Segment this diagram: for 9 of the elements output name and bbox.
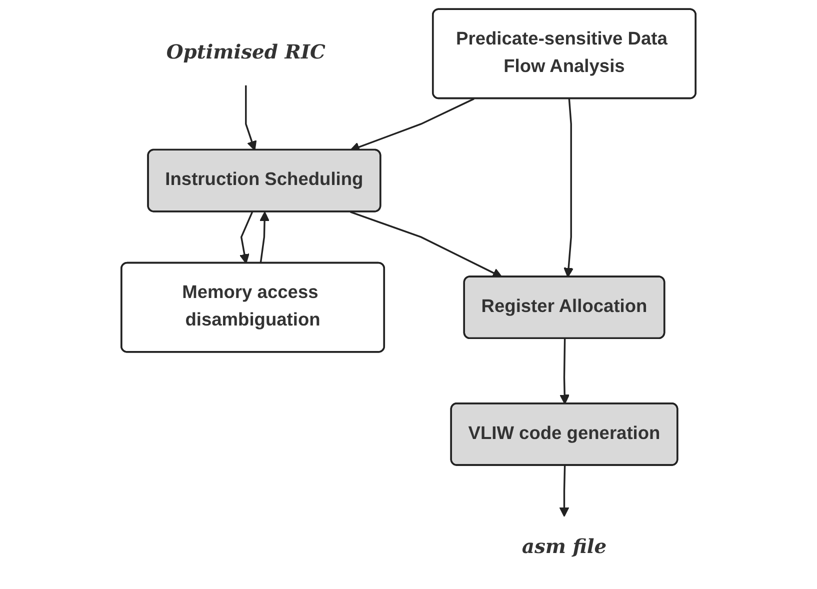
arrow	[240, 212, 254, 264]
arrow	[560, 338, 570, 404]
arrow	[245, 85, 257, 151]
arrow	[350, 211, 502, 278]
arrow	[564, 98, 574, 278]
node-text: asm file	[522, 536, 607, 559]
node-text: Optimised RIC	[166, 41, 326, 64]
arrow	[260, 212, 270, 264]
arrow	[559, 466, 570, 517]
